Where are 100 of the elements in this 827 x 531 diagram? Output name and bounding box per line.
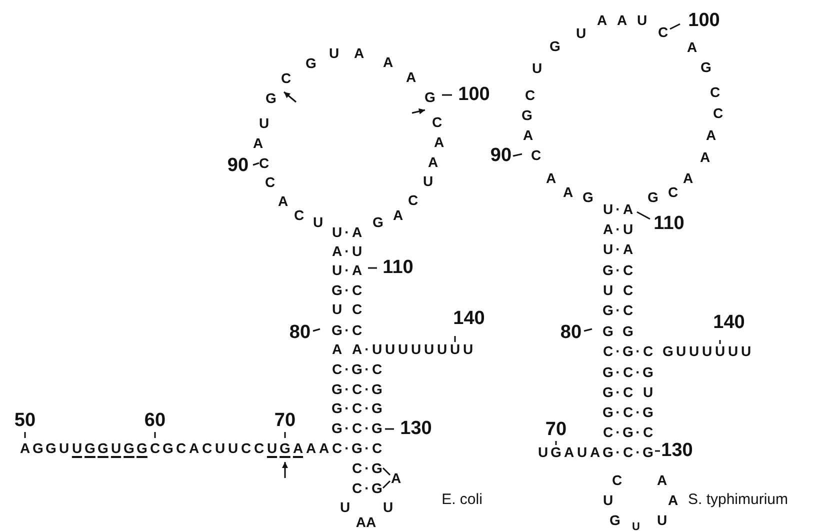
nucleotide-letter: U (656, 512, 668, 528)
nucleotide-letter: A (382, 54, 394, 70)
base-pair-row: U (602, 282, 614, 298)
nucleotide-letter: C (432, 114, 442, 130)
nucleotide-letter: A (428, 154, 438, 170)
nucleotide-letter: A (616, 12, 628, 28)
nucleotide-letter: G (306, 55, 316, 71)
nucleotide-letter: A (546, 170, 556, 186)
species-label: S. typhimurium (688, 492, 788, 508)
position-number: 130 (661, 441, 693, 461)
base-pair-row: U·A (602, 241, 634, 257)
position-number: 100 (458, 85, 490, 105)
nucleotide-letter: A (562, 184, 574, 200)
nucleotide-letter: A (668, 492, 678, 508)
nucleotide-letter: U (636, 12, 648, 28)
base-pair-row: G·C·G (330, 420, 384, 436)
position-number: 60 (144, 411, 166, 431)
position-number: 110 (382, 258, 414, 278)
base-pair-row: G G (602, 323, 634, 339)
nucleotide-letter: AA (356, 514, 376, 530)
base-pair-row: U·A (602, 201, 634, 217)
nucleotide-letter: C (280, 70, 292, 86)
nucleotide-letter: C (264, 174, 276, 190)
nucleotide-letter: C (622, 282, 634, 298)
base-pair-row: C·G·C (330, 361, 384, 377)
base-pair-row: U (330, 301, 344, 317)
nucleotide-letter: U (328, 45, 340, 61)
nucleotide-letter: G (522, 107, 532, 123)
nucleotide-letter: A (686, 39, 698, 55)
nucleotide-letter: G (550, 38, 560, 54)
nucleotide-letter: U (576, 25, 586, 41)
position-number: 70 (274, 411, 296, 431)
nucleotide-letter: A (706, 127, 716, 143)
nucleotide-letter: G (372, 214, 384, 230)
base-pair-row: U·A (330, 224, 364, 240)
nucleotide-letter: A (700, 149, 710, 165)
nucleotide-letter: C (668, 184, 678, 200)
base-pair-row: U·A (330, 262, 364, 278)
nucleotide-letter: C (352, 301, 362, 317)
nucleotide-letter: A (656, 472, 668, 488)
nucleotide-letter: C (524, 87, 536, 103)
nucleotide-letter: G (582, 189, 594, 205)
nucleotide-letter: U (312, 214, 324, 230)
nucleotide-letter: U (632, 520, 640, 531)
nucleotide-letter: C (294, 207, 304, 223)
base-pair-row: G·C (330, 322, 364, 338)
base-pair-row: G·C·G (330, 381, 384, 397)
nucleotide-letter: G (700, 59, 712, 75)
nucleotide-letter: U (382, 499, 394, 515)
position-number: 70 (545, 420, 567, 440)
nucleotide-letter: A (354, 45, 364, 61)
nucleotide-letter: A (390, 470, 402, 486)
base-pair-row: G·C (602, 384, 634, 400)
nucleotide-letter: U (532, 60, 542, 76)
nucleotide-letter: C (258, 155, 270, 171)
base-pair-row: A·U (330, 243, 364, 259)
nucleotide-letter: U (258, 115, 270, 131)
base-pair-row: C·G (350, 460, 384, 476)
position-number: 130 (400, 419, 432, 439)
position-number: 90 (227, 156, 249, 176)
position-number: 90 (490, 146, 512, 166)
base-pair-row: C·G·C (602, 424, 654, 440)
nucleotide-letter: A (596, 12, 608, 28)
nucleotide-letter: A (682, 170, 694, 186)
nucleotide-letter: G (266, 90, 276, 106)
position-number: 140 (713, 313, 745, 333)
nucleotide-letter: G (424, 89, 436, 105)
position-number: 80 (560, 323, 582, 343)
base-pair-row: G·C (330, 282, 364, 298)
species-label: E. coli (442, 492, 482, 508)
nucleotide-letter: C (658, 24, 668, 40)
nucleotide-letter: C (710, 84, 720, 100)
nucleotide-letter: C (408, 192, 418, 208)
nucleotide-letter: A (252, 135, 264, 151)
position-number: 50 (14, 411, 36, 431)
base-pair-row: G·C (602, 302, 634, 318)
position-number: 100 (688, 11, 720, 31)
position-number: 80 (289, 323, 311, 343)
nucleotide-letter: C (612, 472, 622, 488)
base-pair-row: G·C·G (330, 400, 384, 416)
nucleotide-letter: U (340, 499, 350, 515)
base-pair-row: G·C·G (602, 404, 654, 420)
position-number: 110 (654, 214, 684, 234)
nucleotide-letter: A (522, 127, 534, 143)
position-number: 140 (453, 309, 485, 329)
nucleotide-letter: C (530, 147, 542, 163)
base-pair-row: G·C·G (602, 364, 654, 380)
nucleotide-letter: A (392, 207, 404, 223)
nucleotide-letter: U (602, 492, 614, 508)
nucleotide-letter: A (278, 193, 288, 209)
nucleotide-letter: C (712, 105, 724, 121)
nucleotide-letter: G (648, 189, 658, 205)
nucleotide-letter: A (434, 134, 444, 150)
nucleotide-letter: U (642, 384, 654, 400)
nucleotide-letter: U (422, 173, 434, 189)
nucleotide-letter: A (406, 69, 416, 85)
base-pair-row: C·G (350, 480, 384, 496)
nucleotide-letter: G (610, 512, 620, 528)
base-pair-row: G·C (602, 262, 634, 278)
base-pair-row: A·U (602, 221, 634, 237)
